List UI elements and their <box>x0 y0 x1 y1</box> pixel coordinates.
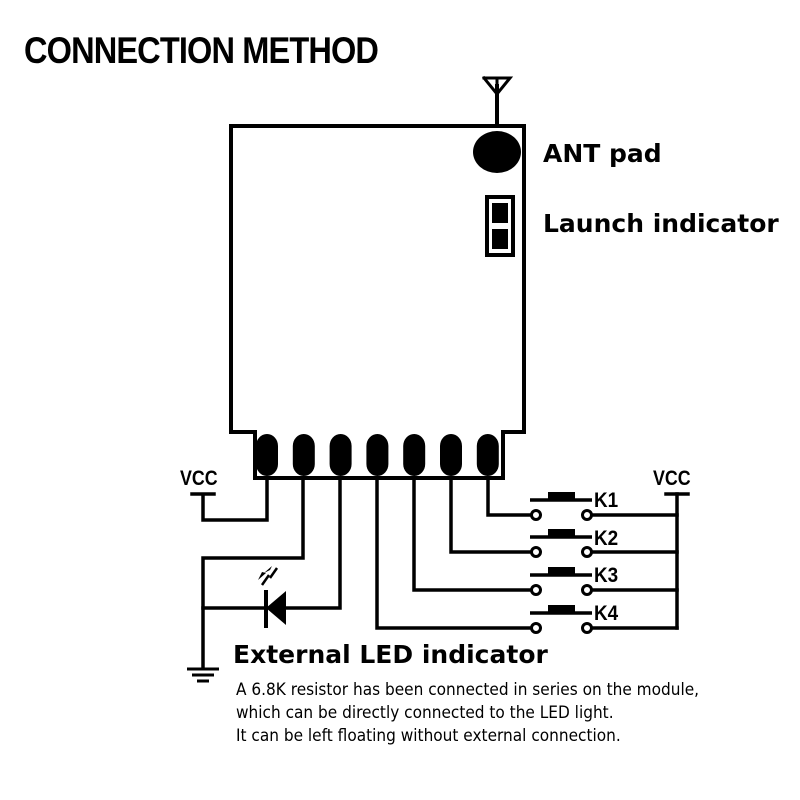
page-title: CONNECTION METHOD <box>24 30 379 71</box>
launch-indicator-icon <box>485 195 515 257</box>
switch-k4-label: K4 <box>594 602 619 625</box>
switch-k1-icon <box>530 492 593 521</box>
description-line-2: which can be directly connected to the L… <box>236 703 614 722</box>
wire-pin7-k1 <box>486 476 534 517</box>
module-pin-5 <box>403 434 426 476</box>
led-diode-icon <box>258 566 286 628</box>
module-pin-7 <box>476 434 499 476</box>
switch-k4-icon <box>530 605 593 634</box>
switches <box>530 492 593 634</box>
switch-k3-label: K3 <box>594 564 619 587</box>
launch-indicator-label: Launch indicator <box>543 209 779 238</box>
vcc-right-label: VCC <box>653 467 691 490</box>
vcc-left-label: VCC <box>180 467 218 490</box>
description-line-3: It can be left floating without external… <box>236 726 621 745</box>
external-led-label: External LED indicator <box>233 640 548 669</box>
description-line-1: A 6.8K resistor has been connected in se… <box>236 680 700 699</box>
wire-pin5-k3 <box>412 476 534 592</box>
led-description: A 6.8K resistor has been connected in se… <box>236 678 699 747</box>
wire-pin1-vcc <box>201 476 269 522</box>
switch-k1-label: K1 <box>594 489 619 512</box>
antenna-icon <box>481 75 514 128</box>
module-pins <box>256 434 499 476</box>
wire-pin6-k2 <box>449 476 534 554</box>
switch-k2-label: K2 <box>594 527 619 550</box>
wire-pin4-k4 <box>375 476 534 630</box>
wire-pin2-ground <box>201 476 305 670</box>
wire-pin3-led <box>284 476 342 610</box>
module-pin-6 <box>440 434 462 476</box>
switch-k3-icon <box>530 567 593 596</box>
module-outline <box>229 124 526 480</box>
module-pin-1 <box>256 434 278 476</box>
module-pin-3 <box>329 434 352 476</box>
ant-pad-label: ANT pad <box>543 139 662 168</box>
module-pin-4 <box>366 434 389 476</box>
switch-k2-icon <box>530 529 593 558</box>
ant-pad <box>473 131 521 173</box>
module-pin-2 <box>292 434 315 476</box>
ground-icon <box>187 667 219 683</box>
